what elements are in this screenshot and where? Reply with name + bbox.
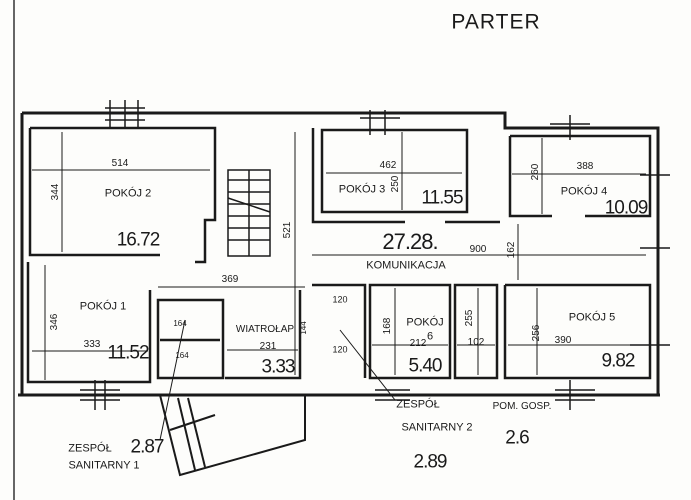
pokoj3-walls bbox=[320, 128, 469, 214]
sanitarny2-label-1: ZESPÓŁ bbox=[396, 398, 440, 411]
wiatrolap-label: WIATROŁAP bbox=[235, 324, 295, 335]
gosp-label: POM. GOSP. bbox=[492, 401, 552, 412]
wiatrolap-width: 231 bbox=[259, 341, 277, 352]
windows bbox=[80, 100, 670, 410]
sanitarny1-dim-a: 164 bbox=[173, 319, 187, 328]
entrance-steps bbox=[159, 394, 306, 477]
komunikacja-area: 27.28. bbox=[382, 229, 438, 254]
pokoj2-walls bbox=[30, 126, 217, 264]
wiatrolap-depth: 144 bbox=[299, 321, 308, 335]
pokoj6-label-2: 6 bbox=[426, 330, 434, 343]
sanitarny2-area: 2.89 bbox=[413, 451, 448, 473]
pokoj1-width: 333 bbox=[83, 339, 101, 350]
gosp-width: 102 bbox=[467, 337, 485, 348]
komunikacja-label: KOMUNIKACJA bbox=[366, 259, 446, 272]
komunikacja-dim-b: 521 bbox=[282, 221, 293, 239]
sanitarny1-walls bbox=[156, 298, 225, 380]
pokoj2-depth: 344 bbox=[50, 183, 61, 201]
pokoj3-width: 462 bbox=[379, 160, 397, 171]
pokoj4-label: POKÓJ 4 bbox=[560, 185, 608, 198]
pokoj5-width: 390 bbox=[554, 335, 572, 346]
komunikacja-dim-a: 369 bbox=[221, 274, 239, 285]
sanitarny2-dim-b: 120 bbox=[332, 344, 348, 355]
sanitarny1-area: 2.87 bbox=[130, 436, 165, 458]
komunikacja-length: 900 bbox=[469, 244, 487, 255]
pokoj2-area: 16.72 bbox=[116, 229, 161, 251]
pokoj3-label: POKÓJ 3 bbox=[338, 183, 386, 196]
plan-title: PARTER bbox=[451, 10, 541, 34]
dimension-lines bbox=[32, 132, 646, 441]
stairs bbox=[227, 169, 271, 257]
outer-walls bbox=[18, 111, 660, 397]
pokoj2-label: POKÓJ 2 bbox=[104, 187, 152, 200]
pokoj2-width: 514 bbox=[111, 158, 129, 169]
gosp-area: 2.6 bbox=[505, 427, 529, 449]
pokoj4-width: 388 bbox=[576, 161, 594, 172]
pokoj1-walls bbox=[26, 262, 152, 384]
pokoj5-depth: 256 bbox=[531, 324, 542, 342]
sanitarny1-dim-b: 164 bbox=[175, 351, 189, 360]
pokoj1-area: 11.52 bbox=[107, 342, 149, 364]
pokoj3-area: 11.55 bbox=[421, 187, 463, 209]
pokoj4-area: 10.09 bbox=[604, 197, 649, 219]
pokoj5-label: POKÓJ 5 bbox=[568, 311, 616, 324]
sanitarny2-label-2: SANITARNY 2 bbox=[401, 421, 473, 434]
pokoj4-depth: 260 bbox=[530, 163, 541, 181]
gosp-depth: 255 bbox=[464, 309, 475, 327]
pokoj6-width: 212 bbox=[409, 338, 427, 349]
sanitarny1-label-1: ZESPÓŁ bbox=[68, 442, 112, 455]
pokoj5-walls bbox=[503, 283, 652, 380]
gosp-walls bbox=[453, 283, 499, 380]
pokoj1-label: POKÓJ 1 bbox=[79, 300, 127, 313]
sanitarny1-label-2: SANITARNY 1 bbox=[68, 459, 140, 472]
komunikacja-width: 162 bbox=[506, 241, 517, 259]
pokoj6-area: 5.40 bbox=[408, 355, 443, 377]
pokoj6-label-1: POKÓJ bbox=[406, 316, 444, 329]
sanitarny2-dim-a: 120 bbox=[332, 294, 348, 305]
wiatrolap-area: 3.33 bbox=[261, 356, 296, 378]
pokoj1-depth: 346 bbox=[49, 313, 60, 331]
pokoj6-walls bbox=[368, 283, 452, 380]
pokoj6-depth: 168 bbox=[382, 317, 393, 335]
pokoj3-depth: 250 bbox=[390, 175, 401, 193]
pokoj5-area: 9.82 bbox=[601, 350, 636, 372]
